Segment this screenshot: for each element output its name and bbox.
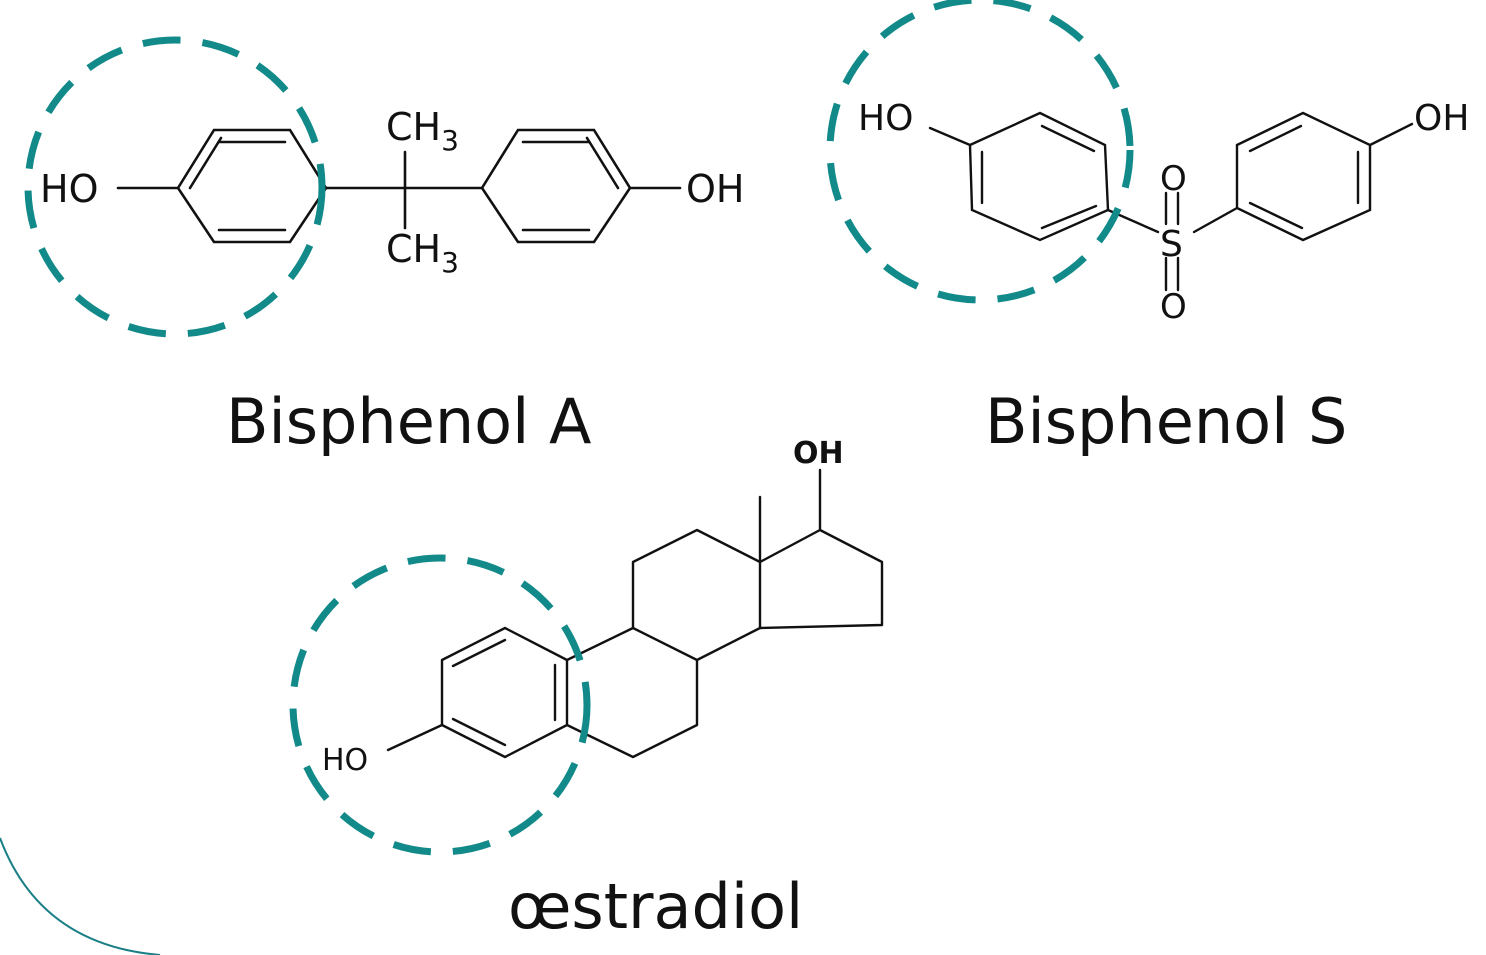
bpa-caption: Bisphenol A — [226, 385, 591, 458]
bps-right-ring-double-bond-3 — [1248, 201, 1304, 230]
estradiol-ring-c — [631, 528, 762, 662]
bps-right-ring-double-bond-2 — [1248, 124, 1303, 153]
estradiol-ring-a — [440, 626, 569, 759]
estradiol-ring-b — [565, 626, 699, 759]
bps-left-benzene-ring — [968, 111, 1110, 242]
bps-right-benzene-ring — [1235, 111, 1372, 242]
estradiol-structure — [386, 468, 884, 759]
estradiol-ring-a-double-bond-3 — [451, 717, 507, 747]
bisphenol-s-structure — [928, 111, 1414, 292]
estradiol-caption: œstradiol — [508, 870, 803, 943]
bpa-phenol-highlight-circle — [24, 36, 326, 338]
estradiol-ring-d — [758, 528, 884, 630]
estradiol-oh-top-label: OH — [793, 436, 844, 471]
bps-ho-left-label: HO — [858, 98, 913, 139]
bps-o-bottom-label: O — [1160, 287, 1187, 327]
bisphenol-a-structure — [116, 128, 682, 244]
estradiol-ring-a-double-bond-1 — [451, 638, 507, 668]
bpa-ch3-top-subscript: 3 — [441, 124, 459, 157]
bps-left-oh-bond — [928, 126, 972, 147]
bpa-ch3-bottom-text: CH — [386, 227, 441, 271]
bps-phenol-highlight-circle — [826, 0, 1134, 304]
bpa-left-ring-double-bond-3 — [188, 136, 223, 190]
bps-right-s-bond — [1192, 206, 1239, 234]
bps-o-top-label: O — [1160, 159, 1187, 199]
estradiol-ho-left-label: HO — [322, 743, 368, 778]
bpa-ho-left-label: HO — [40, 167, 98, 211]
corner-decorative-arc — [0, 837, 161, 955]
bps-left-ring-double-bond-3 — [1040, 204, 1098, 230]
estradiol-phenol-highlight-circle — [289, 554, 591, 856]
estradiol-ho-bond — [386, 723, 444, 752]
bps-s-center-label: S — [1160, 224, 1183, 265]
bpa-left-benzene-ring — [176, 128, 328, 244]
bps-oh-right-label: OH — [1414, 98, 1469, 139]
bps-right-oh-bond — [1368, 122, 1414, 147]
bpa-right-benzene-ring — [480, 128, 632, 244]
bpa-ch3-bottom-label: CH3 — [386, 227, 459, 279]
bpa-ch3-top-label: CH3 — [386, 105, 459, 157]
bpa-ch3-top-text: CH — [386, 105, 441, 149]
bps-caption: Bisphenol S — [985, 385, 1347, 458]
bpa-right-ring-double-bond-3 — [585, 136, 620, 190]
bpa-ch3-bottom-subscript: 3 — [441, 246, 459, 279]
bps-left-ring-double-bond-2 — [1040, 124, 1096, 153]
bpa-oh-right-label: OH — [686, 167, 744, 211]
